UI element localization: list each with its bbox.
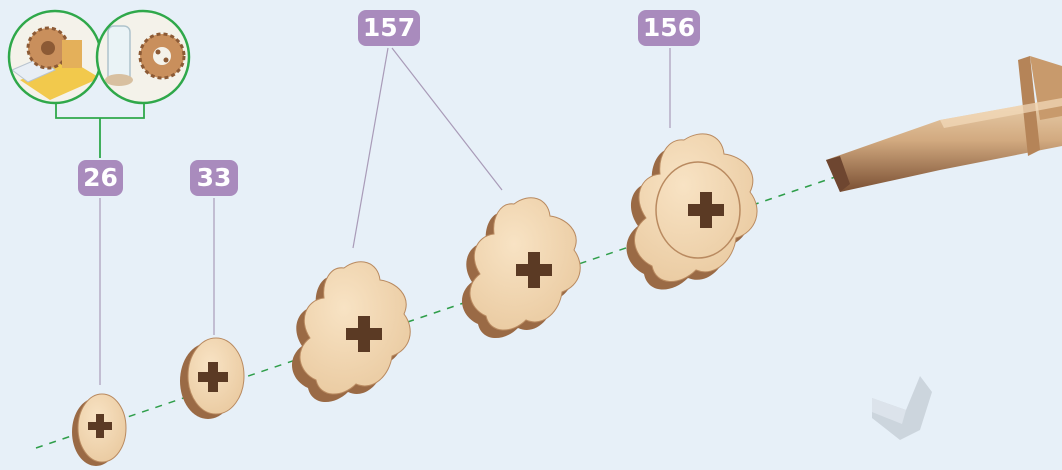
part-label-156: 156 — [638, 10, 700, 46]
part-157-star-a — [291, 261, 411, 403]
leader-lines — [55, 47, 671, 385]
inset-gear-and-cylinder — [95, 9, 191, 105]
inset-gear-on-card — [7, 9, 103, 105]
leader-157-b — [391, 47, 503, 191]
part-label-26: 26 — [78, 160, 123, 196]
part-26-washer — [72, 393, 127, 466]
shaft — [826, 56, 1062, 192]
part-label-33: 33 — [190, 160, 238, 196]
inset-bracket — [55, 102, 145, 158]
leader-157-a — [352, 47, 389, 249]
chevron-watermark-icon — [872, 376, 932, 440]
part-156-star — [626, 133, 758, 290]
part-157-star-b — [461, 197, 581, 339]
part-33-disc — [180, 337, 245, 419]
part-label-157: 157 — [358, 10, 420, 46]
gear-and-cylinder-icon — [107, 25, 131, 83]
